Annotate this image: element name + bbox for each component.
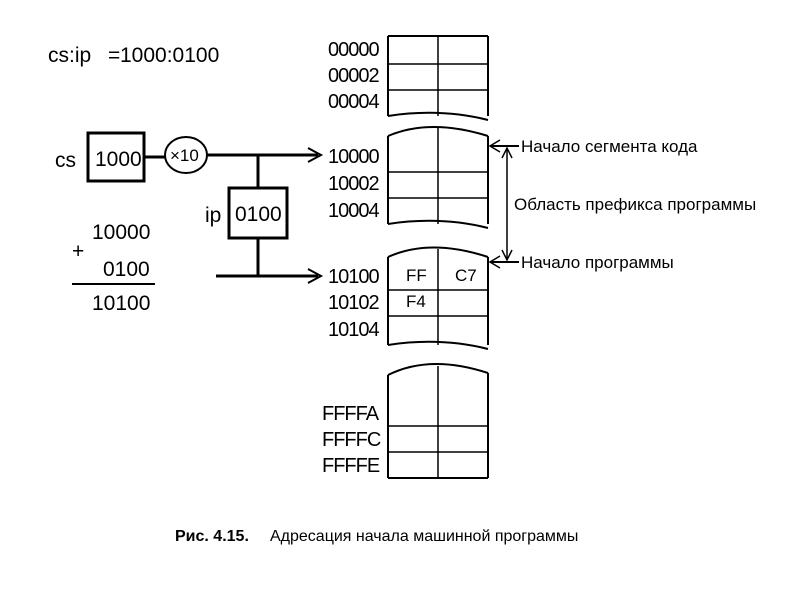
ip-value: 0100 [235, 203, 282, 226]
memory-block-4: FFFFA FFFFC FFFFE [322, 362, 489, 479]
caption-text: Адресация начала машинной программы [270, 528, 578, 545]
memory-address: 10000 [328, 146, 379, 168]
formula-equals: = [108, 44, 120, 67]
memory-block-1: 00000 00002 00004 [328, 35, 489, 121]
memory-address: FFFFC [322, 429, 381, 451]
memory-address: 10104 [328, 319, 379, 341]
prefix-span-top-arrowhead [501, 146, 513, 159]
cs-label: cs [55, 149, 76, 172]
formula-left: cs:ip [48, 44, 91, 67]
program-address-arrowhead [307, 268, 324, 284]
memory-address: 10002 [328, 173, 379, 195]
memory-cell: FF [406, 266, 427, 285]
memory-address: 00002 [328, 65, 379, 87]
program-start-arrowhead [488, 255, 501, 269]
memory-address: 00000 [328, 39, 379, 61]
addition-operand-1: 10000 [92, 221, 150, 244]
segment-start-arrowhead [488, 139, 501, 153]
caption-number: Рис. 4.15. [175, 528, 249, 545]
segment-base-arrowhead [307, 147, 324, 163]
program-start-label: Начало программы [521, 253, 674, 272]
memory-address: 10004 [328, 200, 379, 222]
addition-result: 10100 [92, 292, 150, 315]
formula-right: 1000:0100 [120, 44, 219, 67]
plus-sign: + [72, 240, 84, 263]
memory-address: 00004 [328, 91, 379, 113]
memory-address: FFFFE [322, 455, 380, 477]
multiplier-label: ×10 [170, 146, 199, 165]
segment-start-label: Начало сегмента кода [521, 137, 698, 156]
ip-label: ip [205, 204, 221, 227]
memory-block-3: 10100 10102 10104 FF C7 F4 [328, 246, 489, 350]
memory-address: 10100 [328, 266, 379, 288]
memory-cell: C7 [455, 266, 477, 285]
memory-block-2: 10000 10002 10004 [328, 126, 489, 229]
memory-address: 10102 [328, 292, 379, 314]
prefix-span-bottom-arrowhead [501, 249, 513, 262]
addition-operand-2: 0100 [103, 258, 150, 281]
cs-value: 1000 [95, 148, 142, 171]
memory-address: FFFFA [322, 403, 380, 425]
prefix-area-label: Область префикса программы [514, 195, 756, 214]
memory-cell: F4 [406, 292, 426, 311]
